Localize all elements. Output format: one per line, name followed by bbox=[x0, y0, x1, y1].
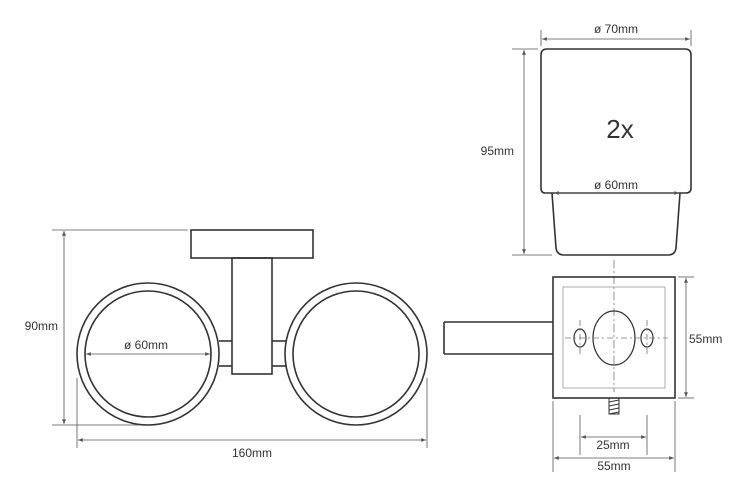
cup-dimensions bbox=[512, 30, 692, 256]
cup-bottom-diameter-label: ø 60mm bbox=[594, 178, 638, 192]
cup-height-label: 95mm bbox=[481, 144, 514, 158]
holder-width-label: 160mm bbox=[232, 446, 272, 460]
mounting-holes bbox=[573, 310, 654, 366]
left-ring-outer bbox=[76, 282, 220, 426]
holder-drawing bbox=[76, 229, 428, 426]
holder-height-label: 90mm bbox=[25, 319, 58, 333]
plate-width-label: 55mm bbox=[597, 459, 630, 473]
cup-top-diameter-label: ø 70mm bbox=[594, 22, 638, 36]
wall-plate-inner bbox=[562, 286, 666, 389]
right-ring-inner bbox=[292, 290, 420, 418]
cup-drawing bbox=[540, 48, 692, 256]
cup-outline bbox=[540, 48, 692, 194]
right-ring-outer bbox=[284, 282, 428, 426]
mount-post bbox=[231, 257, 273, 375]
holder-dimensions bbox=[52, 229, 428, 448]
ring-inner-diameter-label: ø 60mm bbox=[124, 338, 168, 352]
cup-quantity-label: 2x bbox=[606, 114, 633, 144]
plate-dimensions bbox=[552, 276, 694, 472]
wall-plate-drawing bbox=[443, 276, 676, 399]
plate-height-label: 55mm bbox=[689, 332, 722, 346]
screw bbox=[608, 397, 620, 415]
cup-base bbox=[551, 192, 681, 256]
screw-spacing-label: 25mm bbox=[596, 438, 629, 452]
left-ring-inner bbox=[84, 290, 212, 418]
wall-mount-cap bbox=[190, 229, 314, 259]
